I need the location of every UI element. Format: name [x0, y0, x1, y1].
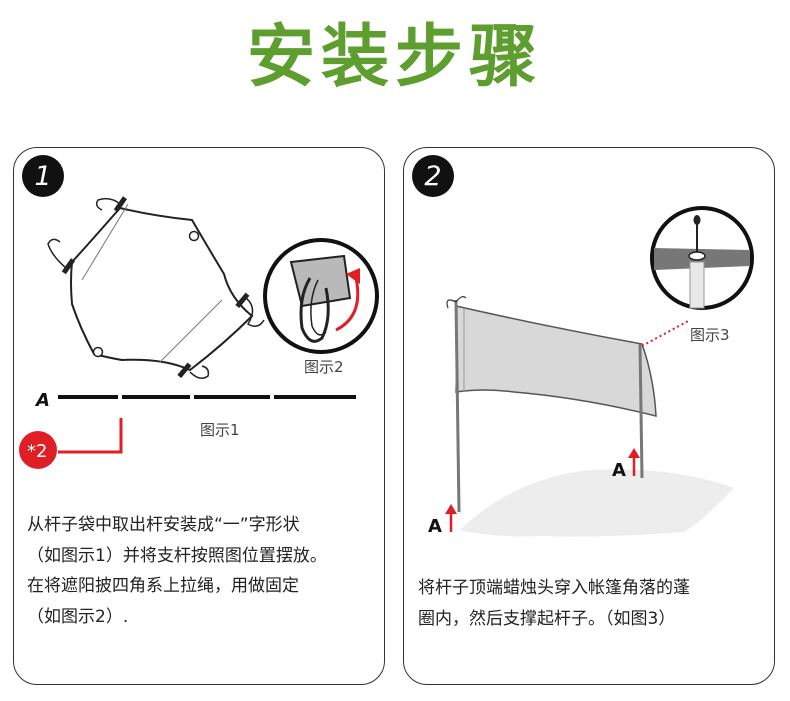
inset-caption: 图示2: [304, 358, 344, 376]
guy-rope: [95, 197, 121, 211]
text-line: （如图示1）并将支杆按照图位置摆放。: [27, 545, 327, 566]
inset-grommet: [289, 254, 352, 308]
text-line: 圈内，然后支撑起杆子。（如图3）: [418, 608, 676, 629]
pole-icon: [61, 258, 76, 275]
guy-rope: [189, 365, 210, 379]
text-line: 将杆子顶端蜡烛头穿入帐篷角落的蓬: [418, 578, 690, 598]
step-1-text: 从杆子袋中取出杆安装成“一”字形状 （如图示1）并将支杆按照图位置摆放。 在将遮…: [27, 510, 377, 632]
guy-rope: [446, 296, 467, 309]
pole-icon: [113, 196, 128, 213]
lift-arrowhead-icon: [628, 448, 640, 458]
pole-icon: [177, 362, 192, 379]
step-number-badge: 1: [22, 155, 64, 197]
tarp: [455, 305, 657, 417]
marker-label: *2: [27, 441, 47, 462]
step-2-illustration: A A 图示3: [428, 206, 754, 537]
inset-cord: [310, 279, 327, 336]
marker-badge: [19, 431, 57, 469]
tarp-seam: [159, 299, 223, 363]
text-line: 在将遮阳披四角系上拉绳，用做固定: [27, 576, 299, 596]
lift-arrowhead-icon: [445, 504, 457, 514]
inset-caption: 图示3: [690, 326, 730, 344]
step-1-card: 1 图示2 A 图示1: [13, 147, 385, 685]
inset-connector: [641, 319, 691, 347]
inset-pole: [689, 261, 705, 309]
pole-label: A: [34, 390, 50, 411]
pole: [638, 343, 644, 479]
inset-grommet: [688, 251, 706, 261]
page-title: 安装步骤: [246, 18, 543, 97]
step-number-badge: 2: [412, 155, 454, 197]
inset-arrowhead-icon: [346, 268, 360, 284]
step-1-illustration: 图示2 A 图示1 *2: [19, 196, 379, 469]
pole-label: A: [428, 516, 442, 537]
grommet-icon: [188, 230, 200, 242]
inset-arrow-icon: [335, 277, 360, 332]
text-line: （如图示2）.: [27, 606, 129, 627]
pole: [454, 299, 461, 513]
grommet-icon: [92, 346, 104, 358]
guy-rope: [245, 297, 265, 327]
marker-line: [58, 418, 123, 454]
pole-label: A: [612, 460, 626, 481]
tarp-seam: [81, 203, 129, 281]
pole-icon: [235, 292, 250, 309]
guy-rope: [47, 238, 67, 269]
step-2-text: 将杆子顶端蜡烛头穿入帐篷角落的蓬 圈内，然后支撑起杆子。（如图3）: [418, 573, 768, 634]
inset-cord: [299, 277, 330, 343]
text-line: 从杆子袋中取出杆安装成“一”字形状: [27, 515, 300, 535]
step-2-card: 2 A A 图示3 将杆子顶端蜡烛头穿入帐篷角落的蓬 圈内，然后支撑起杆子。（如…: [403, 147, 775, 685]
main-caption: 图示1: [200, 421, 240, 439]
tarp-shadow: [460, 469, 734, 537]
tarp-outline: [70, 206, 254, 372]
inset-tip: [693, 215, 701, 225]
